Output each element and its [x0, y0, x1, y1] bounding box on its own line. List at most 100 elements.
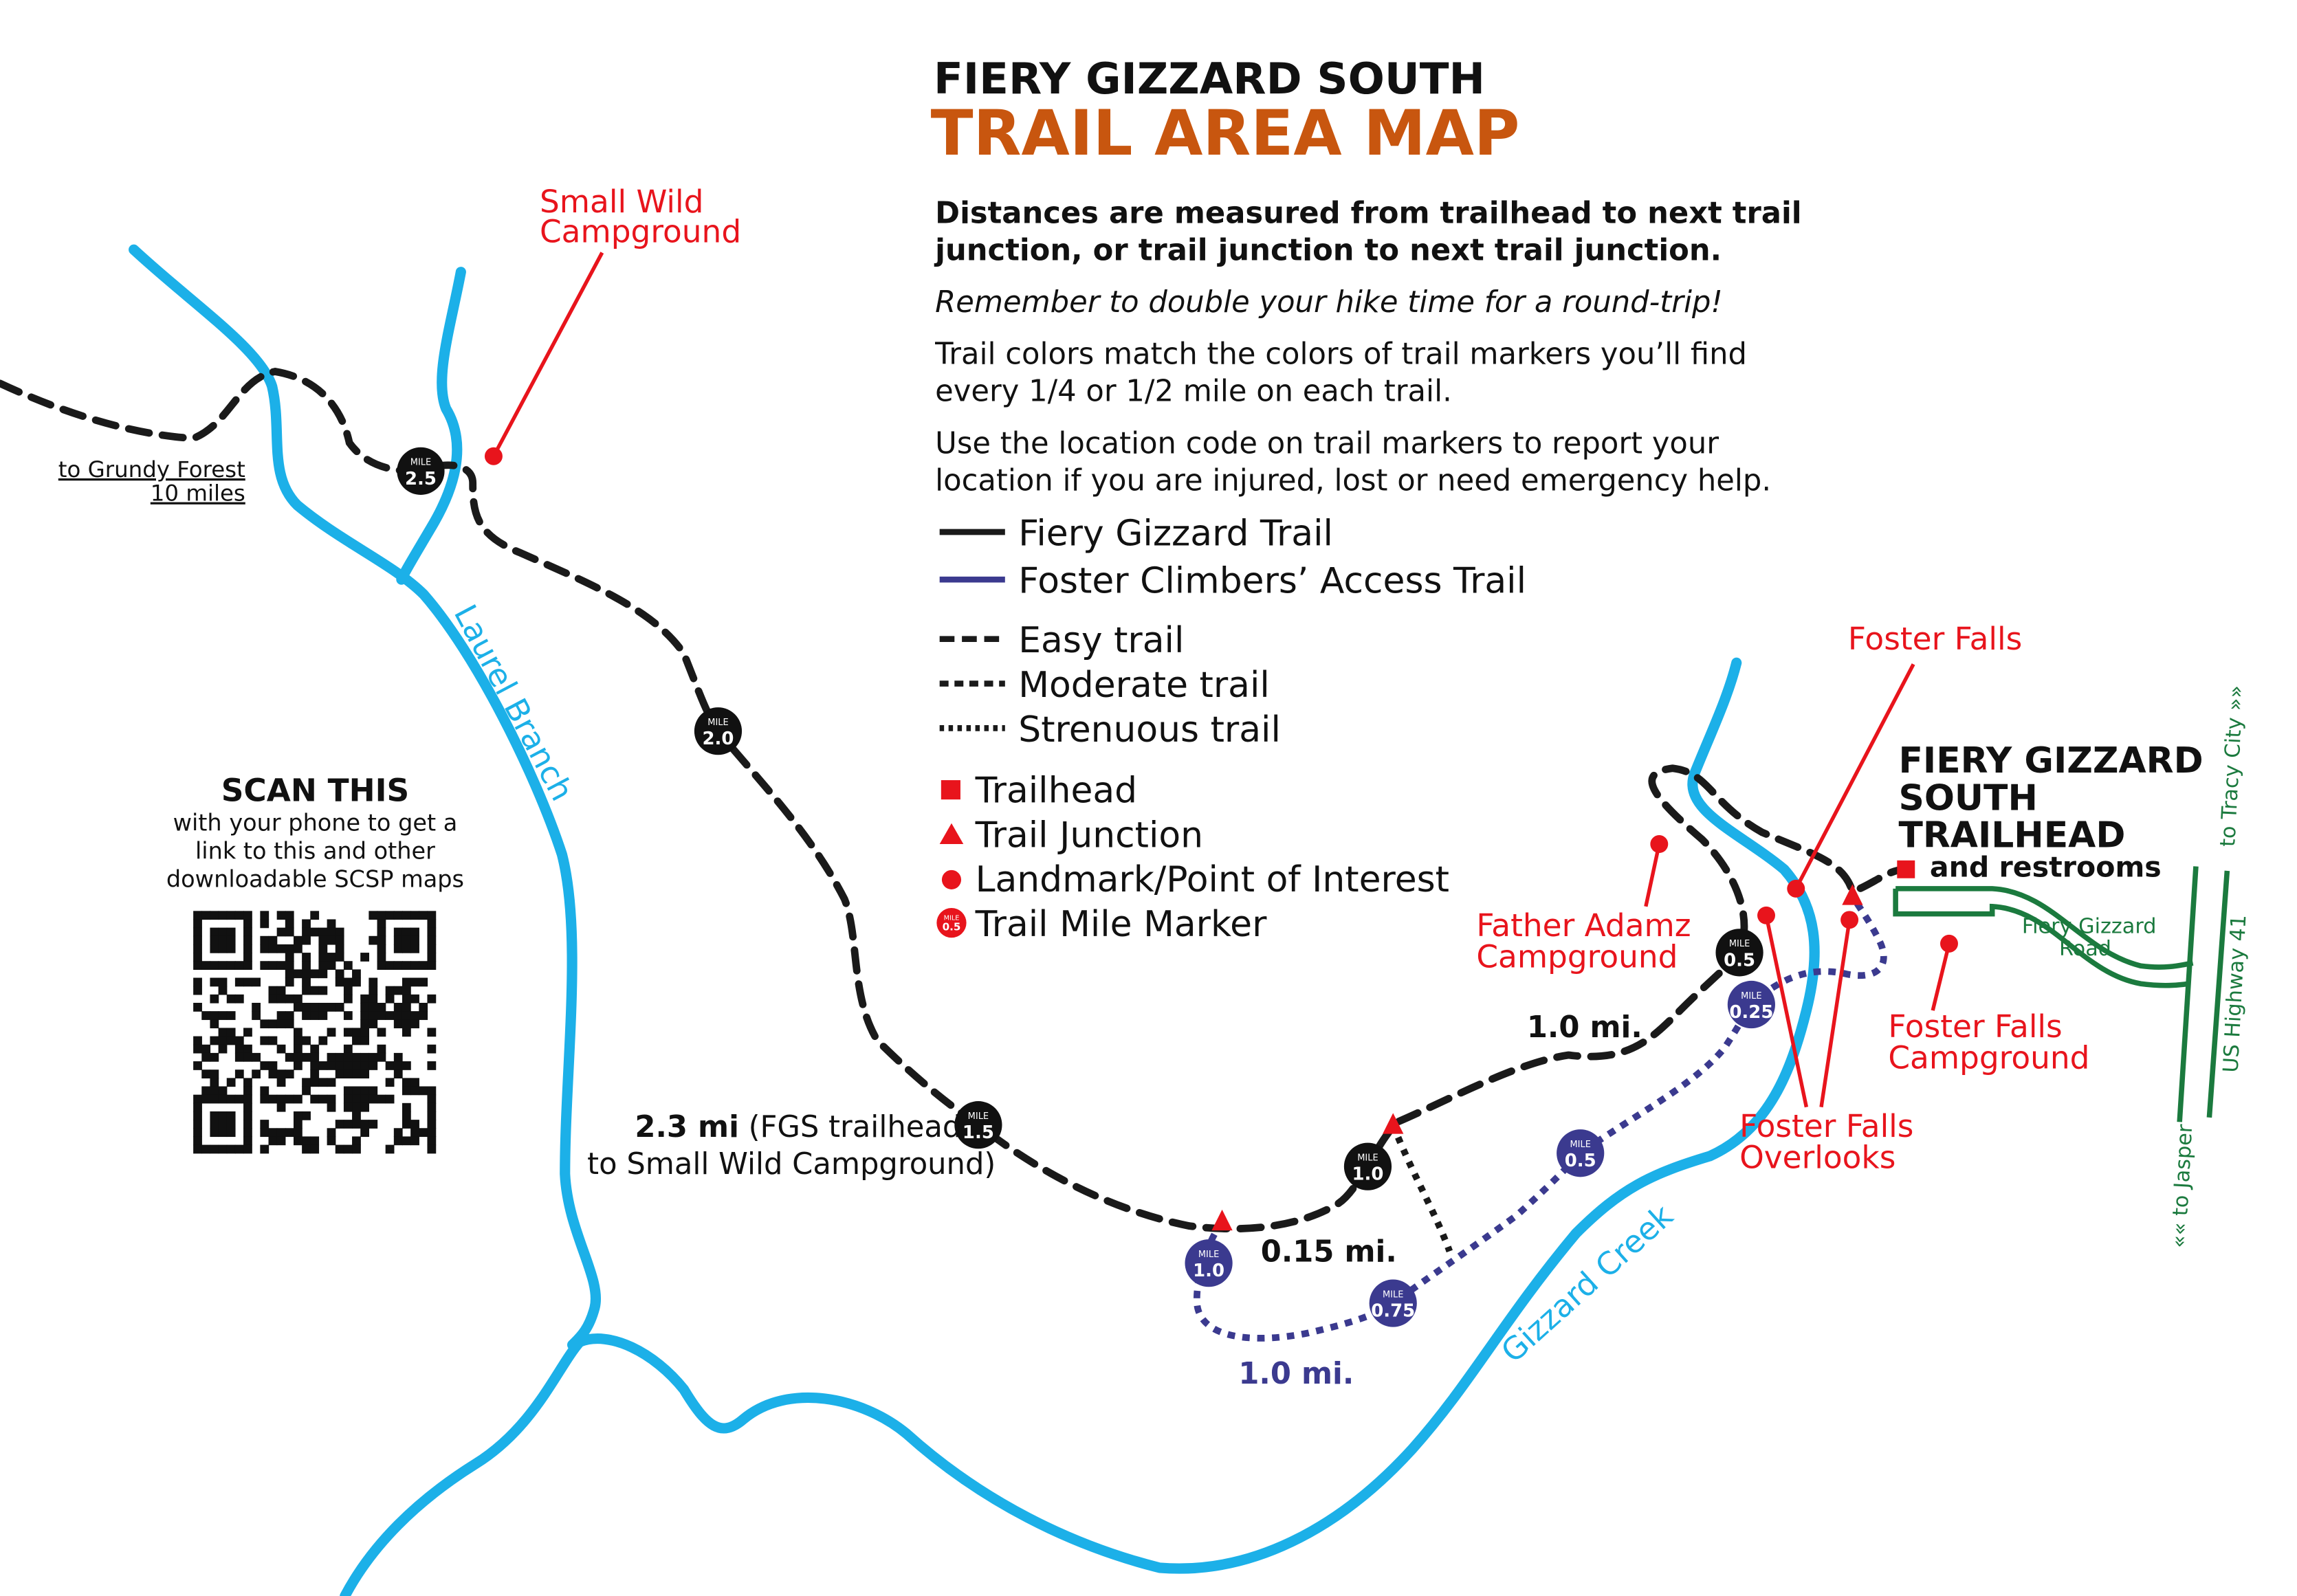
- qr-module: [193, 935, 202, 945]
- qr-module: [360, 1011, 370, 1020]
- fiery-gizzard-road: [1893, 886, 2194, 988]
- intro-text: every 1/4 or 1/2 mile on each trail.: [935, 375, 1452, 409]
- father-adamz-label: Father Adamz: [1476, 907, 1691, 944]
- qr-module: [226, 911, 236, 920]
- qr-module: [226, 927, 236, 937]
- qr-module: [360, 994, 370, 1004]
- qr-code[interactable]: [193, 911, 437, 1154]
- qr-module: [427, 1094, 437, 1104]
- qr-module: [310, 969, 320, 979]
- intro-bold: Distances are measured from trailhead to…: [935, 196, 1801, 230]
- qr-module: [427, 1028, 437, 1037]
- qr-module: [193, 911, 202, 920]
- qr-module: [210, 1144, 219, 1154]
- qr-module: [210, 1052, 219, 1062]
- qr-module: [243, 1136, 252, 1146]
- qr-module: [268, 944, 278, 953]
- qr-module: [201, 1144, 211, 1154]
- qr-module: [427, 1128, 437, 1138]
- qr-module: [310, 986, 320, 995]
- qr-module: [385, 1011, 395, 1020]
- qr-module: [377, 961, 386, 971]
- qr-module: [377, 944, 386, 953]
- qr-module: [193, 1044, 202, 1054]
- qr-module: [285, 977, 294, 987]
- qr-module: [343, 1144, 353, 1154]
- qr-module: [243, 944, 252, 953]
- grundy-forest-distance: 10 miles: [151, 480, 245, 507]
- qr-module: [410, 1078, 419, 1087]
- qr-module: [293, 994, 303, 1004]
- qr-module: [402, 1002, 411, 1012]
- qr-module: [310, 1061, 320, 1070]
- qr-module: [318, 935, 328, 945]
- qr-module: [360, 1002, 370, 1012]
- qr-module: [427, 927, 437, 937]
- qr-module: [226, 1078, 236, 1087]
- us-highway-41: [2177, 866, 2230, 1122]
- qr-module: [343, 1028, 353, 1037]
- qr-module: [210, 1078, 219, 1087]
- distance-label: 2.3 mi (FGS trailhead: [635, 1110, 961, 1144]
- trail-junction-triangle: [1842, 884, 1863, 905]
- qr-module: [302, 1078, 311, 1087]
- qr-module: [193, 1102, 202, 1112]
- legend-marker-label: MILE: [944, 914, 960, 922]
- qr-module: [234, 1052, 244, 1062]
- qr-module: [393, 1061, 403, 1070]
- qr-module: [310, 1011, 320, 1020]
- qr-module: [318, 927, 328, 937]
- qr-module: [419, 1086, 428, 1096]
- mile-marker-label: MILE: [1729, 939, 1750, 949]
- mile-marker-label: MILE: [1570, 1140, 1590, 1150]
- tributary-river: [396, 267, 466, 585]
- trailhead-square: [1897, 860, 1915, 878]
- qr-module: [252, 1002, 261, 1012]
- qr-module: [419, 1011, 428, 1020]
- qr-module: [193, 1061, 202, 1070]
- qr-module: [243, 1086, 252, 1096]
- qr-module: [310, 1052, 320, 1062]
- qr-module: [268, 994, 278, 1004]
- qr-module: [285, 961, 294, 971]
- qr-module: [276, 961, 286, 971]
- qr-module: [360, 1028, 370, 1037]
- qr-module: [402, 944, 411, 953]
- qr-module: [293, 1120, 303, 1129]
- qr-module: [193, 1120, 202, 1129]
- leader-line: [1819, 919, 1851, 1108]
- qr-module: [226, 1120, 236, 1129]
- qr-module: [369, 1120, 378, 1129]
- qr-module: [385, 1061, 395, 1070]
- poi-dot: [1650, 835, 1669, 853]
- qr-module: [218, 1044, 228, 1054]
- qr-module: [268, 1069, 278, 1079]
- strenuous-connector-trail: [1389, 1123, 1453, 1253]
- qr-module: [369, 1019, 378, 1029]
- qr-module: [377, 919, 386, 929]
- qr-module: [293, 1052, 303, 1062]
- qr-module: [419, 1002, 428, 1012]
- qr-module: [234, 1036, 244, 1045]
- distance-rest: (FGS trailhead: [739, 1110, 961, 1144]
- qr-module: [427, 961, 437, 971]
- qr-module: [293, 1044, 303, 1054]
- qr-module: [427, 1144, 437, 1154]
- qr-module: [276, 911, 286, 920]
- qr-module: [385, 961, 395, 971]
- qr-module: [335, 1002, 344, 1012]
- qr-module: [393, 1052, 403, 1062]
- qr-module: [268, 986, 278, 995]
- small-wild-label: Small Wild: [540, 184, 703, 220]
- qr-module: [427, 953, 437, 962]
- qr-module: [352, 977, 361, 987]
- qr-module: [260, 944, 270, 953]
- qr-module: [201, 1094, 211, 1104]
- mile-marker-icon: [936, 907, 967, 938]
- qr-module: [234, 911, 244, 920]
- qr-module: [285, 994, 294, 1004]
- qr-module: [226, 1111, 236, 1120]
- qr-module: [226, 961, 236, 971]
- qr-module: [201, 1044, 211, 1054]
